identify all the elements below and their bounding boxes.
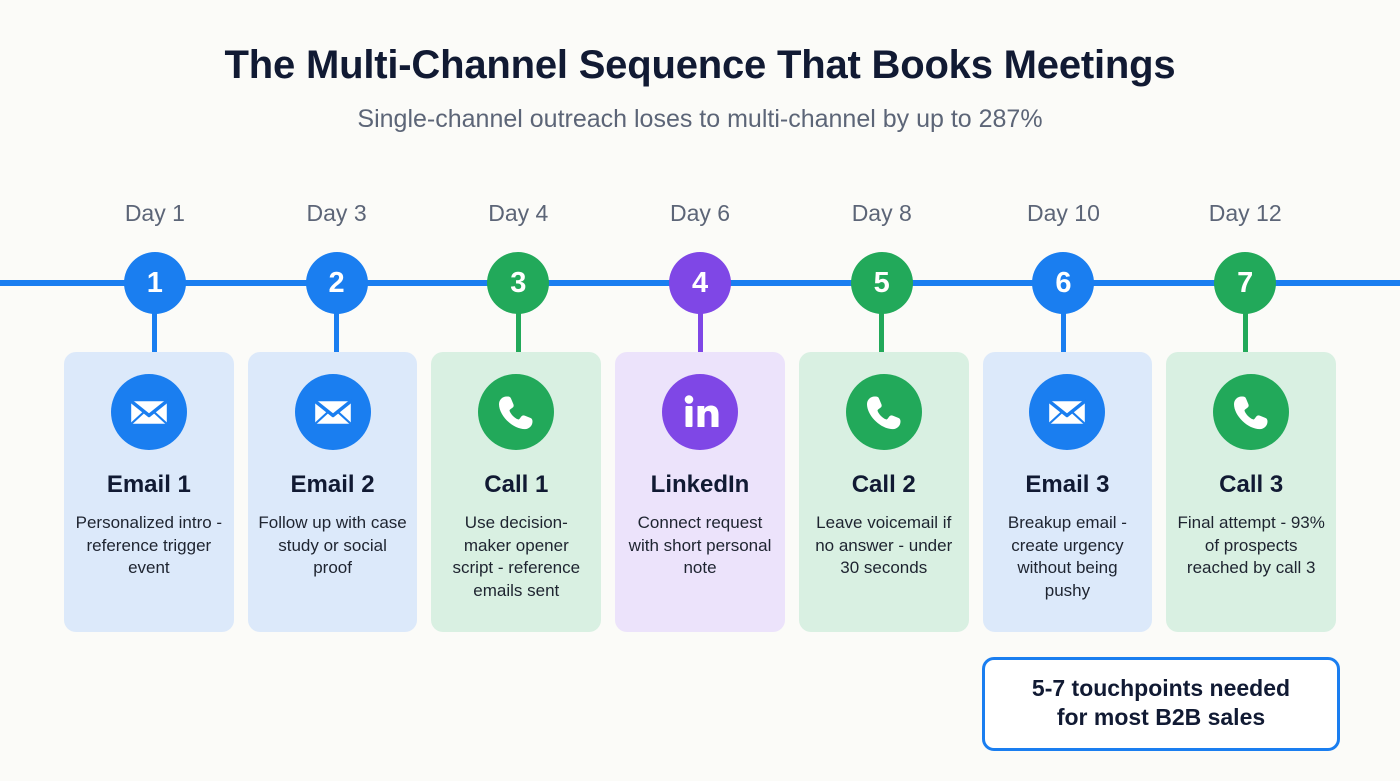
- day-label: Day 12: [1208, 200, 1282, 226]
- day-label: Day 4: [488, 200, 549, 226]
- header: The Multi-Channel Sequence That Books Me…: [0, 0, 1400, 134]
- envelope-icon: [294, 374, 371, 450]
- channel-card-email-2[interactable]: Email 2 Follow up with case study or soci…: [247, 352, 418, 632]
- channel-card-call-3[interactable]: Call 1 Use decision-maker opener script -…: [431, 352, 602, 632]
- touchpoints-callout: 5-7 touchpoints needed for most B2B sale…: [982, 657, 1340, 751]
- connector-stem-cell: [609, 306, 791, 356]
- timeline-node-7[interactable]: 7: [1214, 252, 1277, 314]
- card-title: Email 1: [106, 471, 191, 498]
- day-label: Day 3: [306, 200, 367, 226]
- timeline-node-6[interactable]: 6: [1032, 252, 1095, 314]
- connector-stem-cell: [973, 306, 1155, 356]
- timeline-node-4[interactable]: 4: [669, 252, 732, 314]
- connector-stem-cell: [246, 306, 428, 356]
- page-title: The Multi-Channel Sequence That Books Me…: [224, 43, 1176, 87]
- card-title: Email 2: [290, 471, 375, 498]
- callout-line-2: for most B2B sales: [1056, 703, 1266, 730]
- phone-icon: [1213, 374, 1290, 450]
- connector-stem: [515, 306, 521, 356]
- card-title: Email 3: [1025, 471, 1110, 498]
- card-title: Call 1: [484, 471, 549, 498]
- linkedin-icon: [662, 374, 739, 450]
- envelope-icon: [110, 374, 187, 450]
- timeline-node-cell: 5: [791, 252, 973, 314]
- day-label: Day 8: [851, 200, 912, 226]
- timeline-node-5[interactable]: 5: [850, 252, 913, 314]
- card-description: Final attempt - 93% of prospects reached…: [1177, 513, 1325, 578]
- timeline-node-cell: 4: [609, 252, 791, 314]
- card-title: Call 2: [851, 471, 916, 498]
- connector-stem: [1242, 306, 1248, 356]
- timeline-node-cell: 2: [246, 252, 428, 314]
- day-label: Day 1: [124, 200, 185, 226]
- channel-card-call-7[interactable]: Call 3 Final attempt - 93% of prospects r…: [1166, 352, 1337, 632]
- card-description: Follow up with case study or social proo…: [258, 513, 407, 578]
- card-description: Connect request with short personal note: [628, 513, 772, 578]
- day-label: Day 10: [1027, 200, 1100, 226]
- channel-card-row: Email 1 Personalized intro - reference tr…: [0, 352, 1400, 632]
- timeline-node-cell: 3: [427, 252, 609, 314]
- channel-card-email-1[interactable]: Email 1 Personalized intro - reference tr…: [64, 352, 234, 632]
- page-subtitle: Single-channel outreach loses to multi-c…: [357, 105, 1043, 133]
- timeline-node-cell: 1: [64, 252, 246, 314]
- envelope-icon: [1029, 374, 1106, 450]
- phone-icon: [478, 374, 555, 450]
- timeline-node-2[interactable]: 2: [305, 252, 368, 314]
- connector-stem-cell: [1154, 306, 1336, 356]
- connector-stem-cell: [427, 306, 609, 356]
- connector-stem: [879, 306, 885, 356]
- timeline-node-row: 1 2 3 4 5 6 7: [0, 252, 1400, 314]
- connector-stem: [1060, 306, 1066, 356]
- connector-stem: [152, 306, 158, 356]
- card-title: Call 3: [1219, 471, 1284, 498]
- callout-line-1: 5-7 touchpoints needed: [1031, 675, 1291, 701]
- timeline-node-3[interactable]: 3: [487, 252, 550, 314]
- day-label-row: Day 1 Day 3 Day 4 Day 6 Day 8 Day 10 Day 12: [0, 200, 1400, 227]
- channel-card-email-6[interactable]: Email 3 Breakup email - create urgency wi…: [982, 352, 1153, 632]
- connector-stem-cell: [791, 306, 973, 356]
- card-description: Personalized intro - reference trigger e…: [75, 513, 223, 578]
- connector-stem-cell: [64, 306, 246, 356]
- phone-icon: [845, 374, 922, 450]
- card-description: Breakup email - create urgency without b…: [1007, 513, 1127, 600]
- card-title: LinkedIn: [650, 471, 750, 498]
- timeline-node-1[interactable]: 1: [123, 252, 186, 314]
- timeline-node-cell: 7: [1154, 252, 1336, 314]
- channel-card-call-5[interactable]: Call 2 Leave voicemail if no answer - und…: [798, 352, 969, 632]
- connector-stem: [697, 306, 703, 356]
- card-description: Leave voicemail if no answer - under 30 …: [815, 513, 953, 578]
- connector-stem: [334, 306, 340, 356]
- day-label: Day 6: [669, 200, 731, 226]
- connector-stem-row: [0, 306, 1400, 356]
- timeline-node-cell: 6: [973, 252, 1155, 314]
- card-description: Use decision-maker opener script - refer…: [452, 513, 581, 600]
